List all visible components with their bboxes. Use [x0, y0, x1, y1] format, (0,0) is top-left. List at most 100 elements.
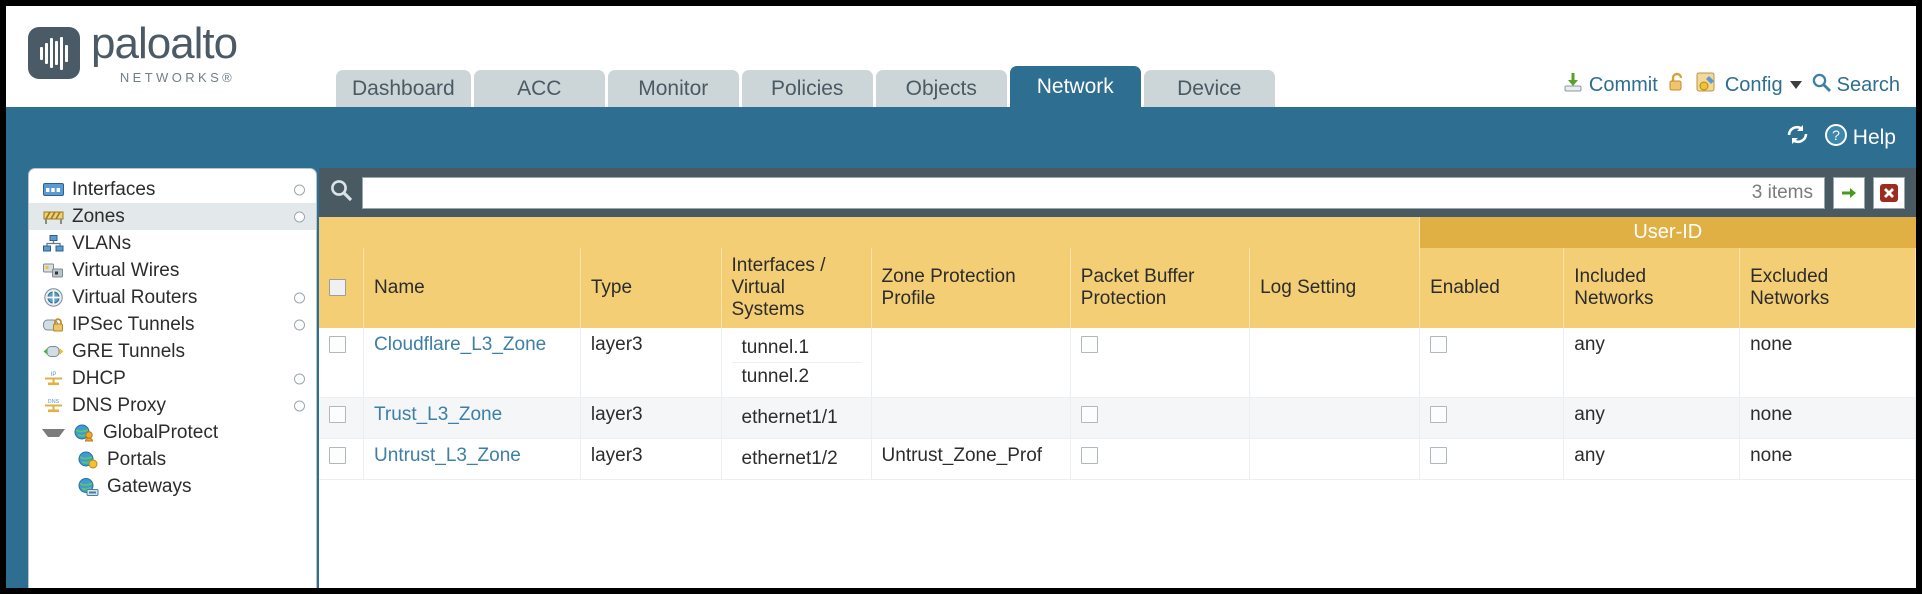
cell-zone-protection-profile: [871, 328, 1071, 398]
tab-network[interactable]: Network: [1009, 66, 1141, 107]
group-header-user-id: User-ID: [1419, 217, 1916, 248]
tab-acc[interactable]: ACC: [473, 70, 605, 107]
user-id-enabled-checkbox[interactable]: [1430, 406, 1448, 424]
tab-policies[interactable]: Policies: [741, 70, 873, 107]
cell-interfaces: ethernet1/1: [721, 397, 872, 439]
column-header-packet-buffer-protection[interactable]: Packet Buffer Protection: [1070, 248, 1251, 328]
help-button[interactable]: ? Help: [1824, 123, 1896, 153]
search-input[interactable]: 3 items: [362, 176, 1825, 209]
sidebar-item-label: Zones: [72, 205, 125, 227]
column-header-included-networks[interactable]: Included Networks: [1563, 248, 1741, 328]
sidebar-item-label: GRE Tunnels: [72, 340, 185, 362]
dns-proxy-icon: DNS: [42, 397, 65, 415]
table-header-row: Name Type Interfaces / Virtual Systems Z…: [319, 248, 1916, 328]
cell-type: layer3: [580, 397, 722, 439]
user-id-enabled-checkbox[interactable]: [1430, 447, 1448, 465]
status-dot: [294, 292, 305, 303]
tab-monitor[interactable]: Monitor: [607, 70, 739, 107]
commit-button[interactable]: Commit: [1562, 71, 1658, 99]
unlock-icon: [1667, 71, 1687, 99]
status-dot: [294, 373, 305, 384]
sidebar-item-ipsec-tunnels[interactable]: IPSec Tunnels: [29, 311, 316, 338]
portals-icon: [77, 451, 100, 469]
sidebar-item-globalprotect[interactable]: GlobalProtect: [29, 419, 316, 446]
cell-user-id-enabled: [1419, 438, 1565, 480]
brand-logo: paloalto NETWORKS®: [28, 19, 238, 85]
chevron-down-icon[interactable]: [42, 428, 65, 437]
zone-link[interactable]: Trust_L3_Zone: [374, 404, 503, 425]
tab-dashboard[interactable]: Dashboard: [336, 70, 471, 107]
column-header-name[interactable]: Name: [363, 248, 581, 328]
sidebar-item-vlans[interactable]: VLANs: [29, 230, 316, 257]
search-label: Search: [1836, 73, 1900, 96]
table-group-header-row: User-ID: [319, 217, 1916, 248]
commit-icon: [1562, 71, 1584, 99]
sidebar-item-label: Virtual Wires: [72, 259, 180, 281]
ipsec-tunnels-icon: [42, 316, 65, 334]
sidebar-item-zones[interactable]: Zones: [29, 203, 316, 230]
cell-zone-protection-profile: Untrust_Zone_Prof: [871, 438, 1071, 480]
cell-log-setting: [1249, 328, 1421, 398]
column-header-excluded-networks[interactable]: Excluded Networks: [1739, 248, 1916, 328]
tab-device[interactable]: Device: [1143, 70, 1275, 107]
tab-objects[interactable]: Objects: [875, 70, 1007, 107]
search-button[interactable]: Search: [1811, 72, 1900, 99]
sidebar-item-virtual-wires[interactable]: Virtual Wires: [29, 257, 316, 284]
zone-link[interactable]: Untrust_L3_Zone: [374, 445, 521, 466]
unlock-button[interactable]: [1667, 71, 1687, 99]
row-select-cell: [319, 438, 365, 480]
zones-icon: [42, 208, 65, 226]
gateways-icon: [77, 477, 100, 496]
virtual-routers-icon: [42, 288, 65, 307]
virtual-wires-icon: [42, 262, 65, 280]
status-dot: [294, 319, 305, 330]
column-header-type[interactable]: Type: [580, 248, 722, 328]
row-checkbox[interactable]: [329, 336, 346, 354]
user-id-enabled-checkbox[interactable]: [1430, 336, 1448, 354]
clear-filter-button[interactable]: [1873, 176, 1905, 209]
sidebar-item-label: Portals: [107, 448, 167, 470]
refresh-button[interactable]: [1785, 123, 1810, 152]
sidebar-item-label: GlobalProtect: [103, 421, 219, 443]
svg-text:?: ?: [1832, 127, 1840, 143]
sidebar-item-virtual-routers[interactable]: Virtual Routers: [29, 284, 316, 311]
packet-buffer-protection-checkbox[interactable]: [1080, 447, 1098, 465]
column-header-zone-protection-profile[interactable]: Zone Protection Profile: [871, 248, 1071, 328]
sidebar-item-label: Interfaces: [72, 178, 156, 200]
packet-buffer-protection-checkbox[interactable]: [1080, 336, 1098, 354]
sidebar-item-dns-proxy[interactable]: DNS DNS Proxy: [29, 392, 316, 419]
cell-packet-buffer-protection: [1070, 328, 1251, 398]
main-panel: 3 items: [319, 168, 1916, 588]
brand-name: paloalto: [91, 19, 238, 68]
header-actions: Commit Config: [1562, 71, 1900, 99]
column-header-interfaces[interactable]: Interfaces / Virtual Systems: [721, 248, 872, 328]
zone-link[interactable]: Cloudflare_L3_Zone: [374, 334, 547, 355]
config-menu[interactable]: Config: [1696, 71, 1802, 99]
cell-excluded-networks: none: [1739, 397, 1916, 439]
sidebar-item-gateways[interactable]: Gateways: [29, 473, 316, 500]
sidebar-item-dhcp[interactable]: IP DHCP: [29, 365, 316, 392]
packet-buffer-protection-checkbox[interactable]: [1080, 406, 1098, 424]
sidebar-item-interfaces[interactable]: Interfaces: [29, 176, 316, 203]
sidebar-item-portals[interactable]: Portals: [29, 446, 316, 473]
sidebar-item-gre-tunnels[interactable]: GRE Tunnels: [29, 338, 316, 365]
interface-item: ethernet1/2: [741, 448, 838, 469]
apply-filter-button[interactable]: [1833, 176, 1865, 209]
column-header-log-setting[interactable]: Log Setting: [1249, 248, 1421, 328]
top-header: paloalto NETWORKS® Dashboard ACC Monitor…: [6, 6, 1916, 107]
table-row[interactable]: Trust_L3_Zone layer3 ethernet1/1: [319, 397, 1916, 439]
status-dot: [294, 184, 305, 195]
table-row[interactable]: Untrust_L3_Zone layer3 ethernet1/2 Untru…: [319, 438, 1916, 480]
column-header-enabled[interactable]: Enabled: [1419, 248, 1565, 328]
table-row[interactable]: Cloudflare_L3_Zone layer3 tunnel.1 tunne…: [319, 328, 1916, 398]
sidebar-item-label: VLANs: [72, 232, 132, 254]
item-count-label: 3 items: [1751, 181, 1813, 203]
row-checkbox[interactable]: [329, 447, 346, 465]
row-checkbox[interactable]: [329, 406, 346, 424]
select-all-checkbox[interactable]: [329, 279, 346, 297]
brand-subtitle: NETWORKS®: [119, 70, 236, 85]
cell-interfaces: tunnel.1 tunnel.2: [721, 328, 872, 398]
interface-item: ethernet1/1: [741, 407, 838, 428]
svg-text:IP: IP: [51, 372, 57, 378]
search-icon[interactable]: [329, 178, 354, 207]
